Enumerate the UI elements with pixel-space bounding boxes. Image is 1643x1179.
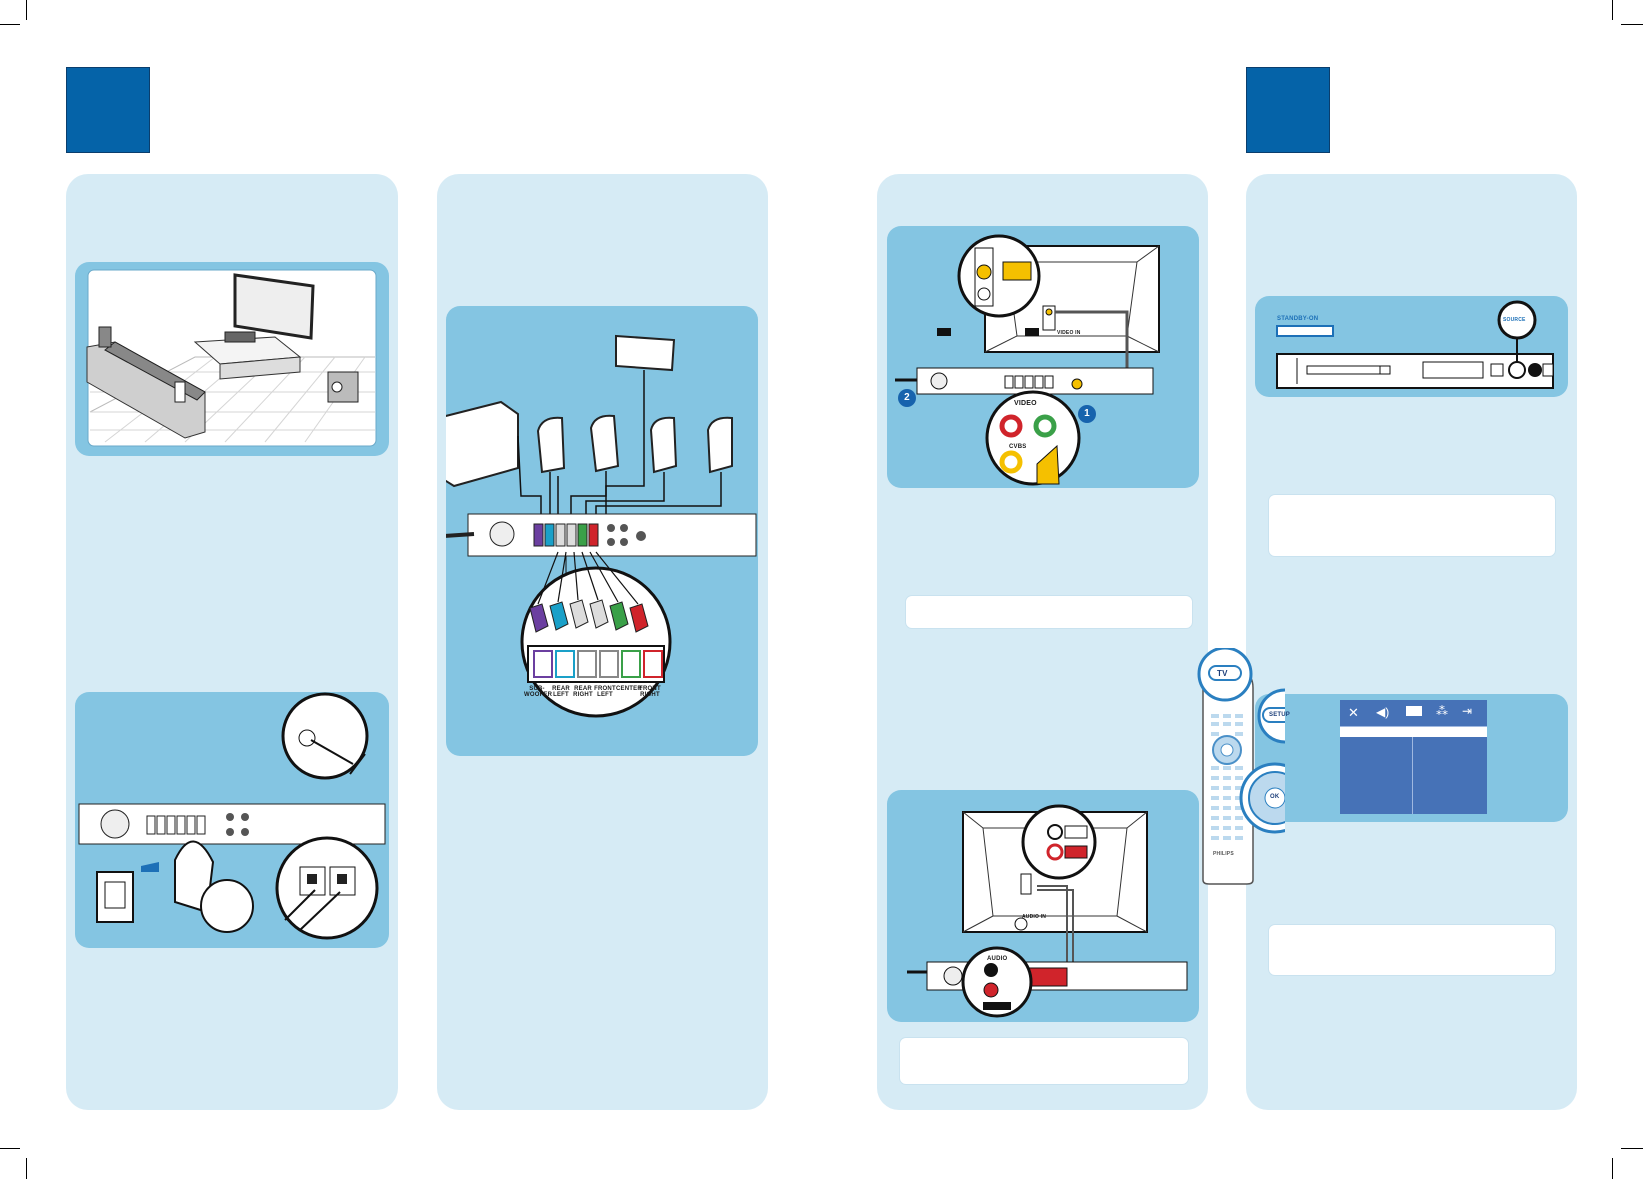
setup-button: SETUP [1269, 712, 1291, 718]
remote-brand: PHILIPS [1213, 851, 1234, 857]
step-marker-1: 1 [1084, 408, 1090, 419]
setup-menu-screen: ✕ ◀) ⁂ ⇥ [1340, 700, 1487, 814]
video-cable-illustration [895, 234, 1160, 486]
front-panel-figure: STANDBY-ON SOURCE [1255, 296, 1568, 397]
crop-mark [1612, 0, 1613, 20]
crop-mark [0, 24, 20, 25]
video-in-label: VIDEO IN [1057, 330, 1081, 336]
preferences-icon: ⁂ [1436, 704, 1448, 718]
crop-mark [1621, 24, 1643, 25]
standby-label: STANDBY-ON [1277, 316, 1319, 322]
note-box-source [1268, 494, 1556, 557]
connector-label: SUB-WOOFER [524, 686, 553, 698]
note-box-video [905, 595, 1193, 629]
audio-in-label: AUDIO IN [1022, 914, 1047, 920]
crop-mark [1612, 1158, 1613, 1179]
connector-label: FRONT RIGHT [639, 686, 661, 698]
connector-label: REAR RIGHT [573, 686, 593, 698]
setup-menu-figure: ✕ ◀) ⁂ ⇥ [1255, 694, 1568, 822]
crop-mark [1621, 1148, 1643, 1149]
crop-mark [0, 1148, 20, 1149]
remote-illustration [1197, 648, 1285, 885]
crop-mark [26, 1158, 27, 1179]
menu-divider [1412, 737, 1413, 814]
audio-connection-figure: AUDIO AUDIO IN [887, 790, 1199, 1022]
section-marker-left [66, 67, 150, 153]
audio-cable-illustration [907, 804, 1188, 1018]
general-setup-icon: ✕ [1348, 705, 1359, 720]
speaker-connection-figure: SUB-WOOFER REAR LEFT REAR RIGHT FRONT LE… [446, 306, 758, 756]
section-marker-right [1246, 67, 1330, 153]
note-box-audio [899, 1037, 1189, 1085]
cvbs-label: CVBS [1009, 444, 1027, 450]
connector-label: FRONT LEFT [594, 686, 616, 698]
antenna-illustration [78, 692, 386, 940]
connector-label: REAR LEFT [552, 686, 570, 698]
speaker-wiring-illustration [446, 334, 757, 718]
room-illustration [86, 269, 377, 447]
ok-button: OK [1270, 794, 1280, 800]
menu-icon-bar: ✕ ◀) ⁂ ⇥ [1340, 700, 1487, 727]
step-marker-2: 2 [904, 392, 910, 403]
source-label: SOURCE [1503, 317, 1526, 323]
video-setup-icon [1406, 706, 1422, 716]
room-placement-figure [75, 262, 389, 456]
antenna-connection-figure [75, 692, 389, 948]
remote-control-figure: TV SETUP OK PHILIPS [1195, 648, 1290, 888]
audio-setup-icon: ◀) [1376, 705, 1390, 719]
connector-label: CENTER [616, 686, 642, 692]
video-label: VIDEO [1014, 400, 1037, 407]
video-connection-figure: 2 1 VIDEO CVBS VIDEO IN [887, 226, 1199, 488]
crop-mark [26, 0, 27, 20]
note-box-setup [1268, 924, 1556, 976]
audio-label: AUDIO [987, 956, 1008, 962]
menu-highlight-row [1340, 727, 1487, 737]
tv-button: TV [1217, 669, 1228, 678]
front-panel-illustration [1276, 300, 1554, 389]
exit-icon: ⇥ [1462, 704, 1473, 718]
